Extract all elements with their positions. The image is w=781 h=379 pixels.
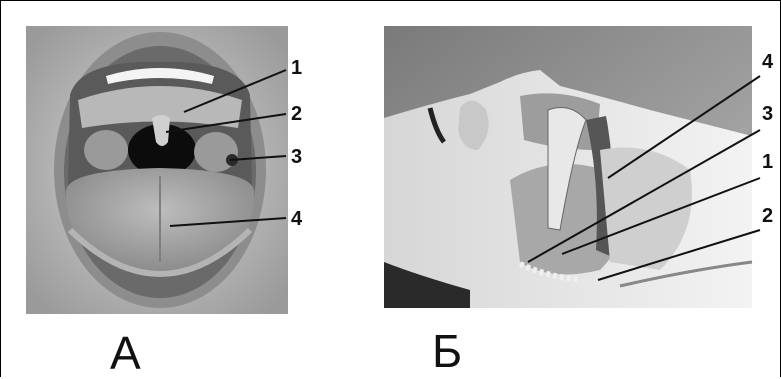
- callout-b-4: 4: [762, 51, 774, 73]
- panel-label-b: Б: [432, 328, 462, 374]
- panel-label-a: А: [110, 330, 141, 376]
- callout-b-2: 2: [762, 205, 773, 227]
- callout-a-2: 2: [291, 103, 302, 125]
- callout-a-3: 3: [291, 146, 302, 168]
- callout-b-1: 1: [762, 151, 773, 173]
- callout-b-3: 3: [762, 103, 773, 125]
- callout-a-4: 4: [291, 208, 303, 230]
- callout-a-1: 1: [291, 57, 302, 79]
- panel-a-illustration: [26, 26, 288, 314]
